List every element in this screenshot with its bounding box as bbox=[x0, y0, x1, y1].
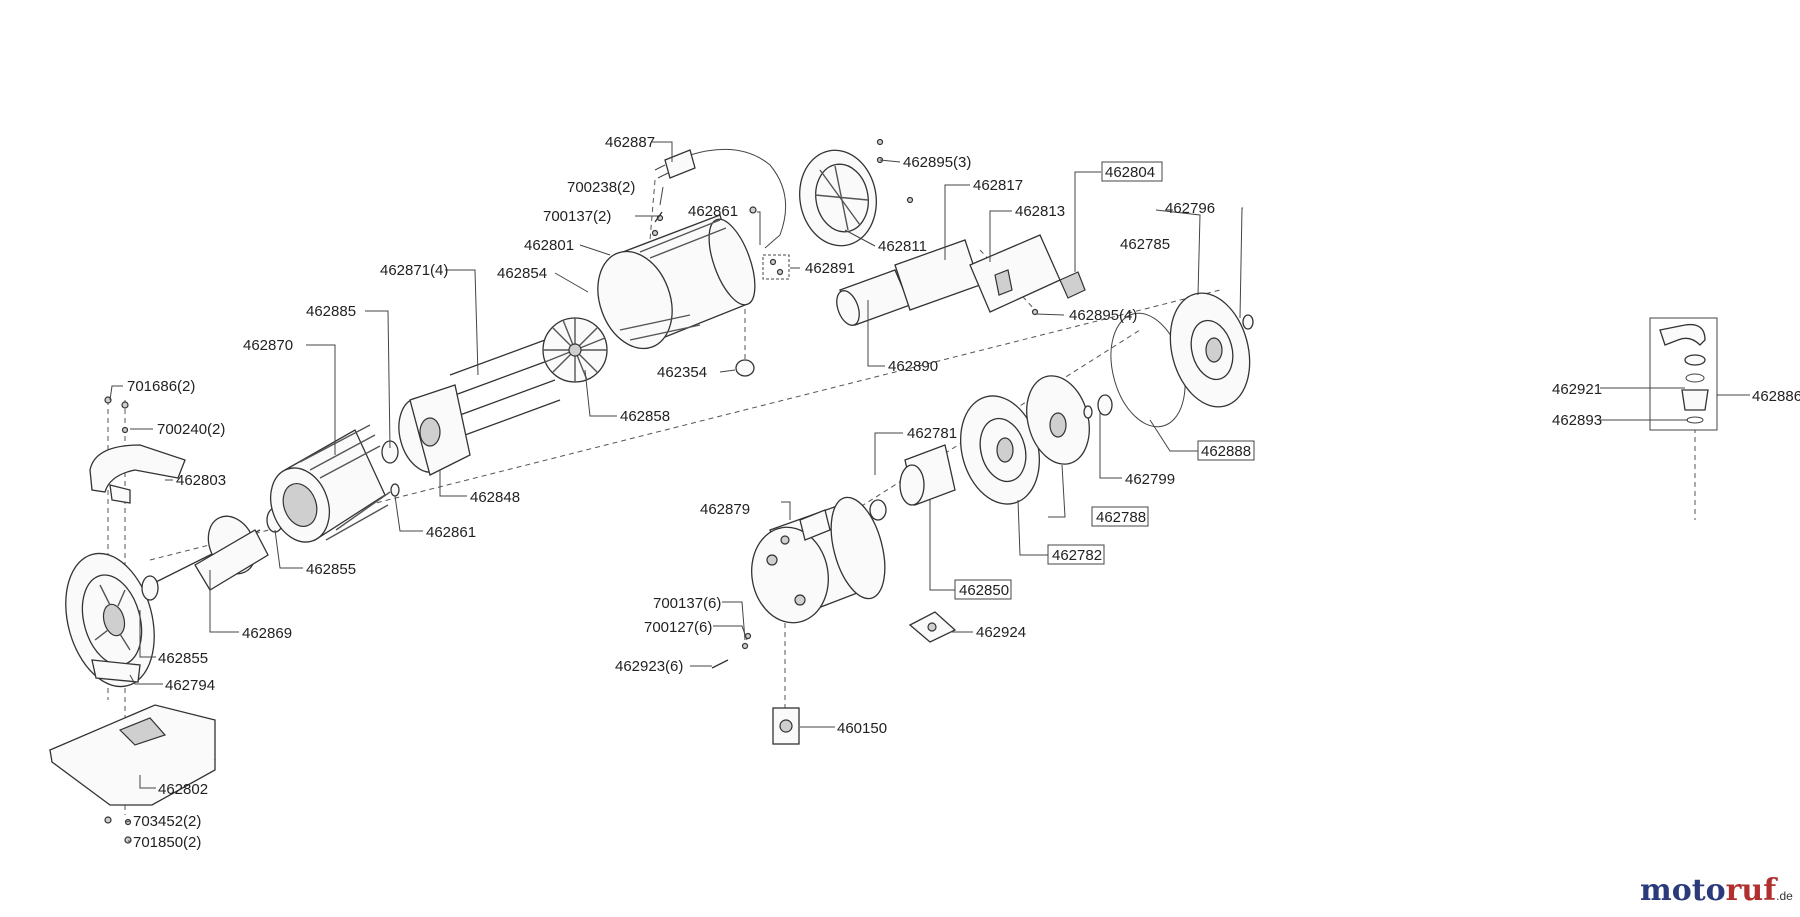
label-703452-2: 703452(2) bbox=[133, 813, 201, 830]
cover-plate-462785 bbox=[1169, 292, 1251, 408]
label-462921: 462921 bbox=[1552, 381, 1602, 398]
pump-bracket-462803 bbox=[89, 444, 186, 504]
label-462796: 462796 bbox=[1165, 200, 1215, 217]
diffuser-462850 bbox=[869, 444, 956, 521]
label-462923-6: 462923(6) bbox=[615, 658, 683, 675]
pump-foot bbox=[48, 704, 216, 806]
label-462802: 462802 bbox=[158, 781, 208, 798]
stage-plate-462788 bbox=[1026, 375, 1090, 465]
label-701686-2: 701686(2) bbox=[127, 378, 195, 395]
label-462890: 462890 bbox=[888, 358, 938, 375]
nut-462799 bbox=[1083, 394, 1113, 419]
label-462887: 462887 bbox=[605, 134, 655, 151]
leader-lines bbox=[109, 141, 1750, 842]
label-462813: 462813 bbox=[1015, 203, 1065, 220]
small-screws-left bbox=[104, 396, 132, 844]
drain-plug-462924 bbox=[908, 611, 957, 643]
label-462855-b: 462855 bbox=[158, 650, 208, 667]
washer-462796 bbox=[1242, 314, 1254, 330]
plug-460150 bbox=[772, 707, 800, 745]
label-462848: 462848 bbox=[470, 489, 520, 506]
label-462885: 462885 bbox=[306, 303, 356, 320]
terminal-box-462813 bbox=[969, 234, 1061, 313]
screw-462923 bbox=[711, 632, 752, 669]
label-462854: 462854 bbox=[497, 265, 547, 282]
label-462804: 462804 bbox=[1105, 164, 1155, 181]
pump-housing-462879 bbox=[751, 496, 886, 624]
label-462871-4: 462871(4) bbox=[380, 262, 448, 279]
motor-end-flange-462794 bbox=[65, 552, 155, 688]
label-462850: 462850 bbox=[959, 582, 1009, 599]
label-462895-4: 462895(4) bbox=[1069, 307, 1137, 324]
label-700127-6: 700127(6) bbox=[644, 619, 712, 636]
label-462924: 462924 bbox=[976, 624, 1026, 641]
impeller-462782 bbox=[959, 395, 1041, 505]
tie-rods-462871 bbox=[449, 339, 561, 436]
watermark-logo: motoruf.de bbox=[1640, 873, 1793, 908]
label-462861-top: 462861 bbox=[688, 203, 738, 220]
label-462895-3: 462895(3) bbox=[903, 154, 971, 171]
svg-text:motoruf.de: motoruf.de bbox=[1640, 873, 1793, 908]
part-labels: 462887 462895(3) 700238(2) 462817 462804… bbox=[127, 134, 1800, 851]
label-462870: 462870 bbox=[243, 337, 293, 354]
label-700238-2: 700238(2) bbox=[567, 179, 635, 196]
label-462782: 462782 bbox=[1052, 547, 1102, 564]
label-462886: 462886 bbox=[1752, 388, 1800, 405]
label-462354: 462354 bbox=[657, 364, 707, 381]
fan-cover-462811 bbox=[799, 149, 877, 247]
fan-462858 bbox=[542, 317, 608, 383]
label-462781: 462781 bbox=[907, 425, 957, 442]
label-700137-6: 700137(6) bbox=[653, 595, 721, 612]
bearing-flange-462848 bbox=[398, 384, 471, 476]
motor-housing-462801 bbox=[597, 214, 756, 350]
label-462799: 462799 bbox=[1125, 471, 1175, 488]
label-462801: 462801 bbox=[524, 237, 574, 254]
label-700137-2: 700137(2) bbox=[543, 208, 611, 225]
label-462855-a: 462855 bbox=[306, 561, 356, 578]
rotor-462869 bbox=[143, 515, 269, 598]
stator-462870 bbox=[270, 424, 391, 543]
label-462893: 462893 bbox=[1552, 412, 1602, 429]
label-700240-2: 700240(2) bbox=[157, 421, 225, 438]
label-frames bbox=[954, 161, 1255, 600]
label-462803: 462803 bbox=[176, 472, 226, 489]
label-462888: 462888 bbox=[1201, 443, 1251, 460]
label-462817: 462817 bbox=[973, 177, 1023, 194]
switch-462804 bbox=[1059, 271, 1086, 299]
label-462879: 462879 bbox=[700, 501, 750, 518]
label-462858: 462858 bbox=[620, 408, 670, 425]
fitting-group-462886 bbox=[1649, 317, 1718, 431]
label-462811: 462811 bbox=[878, 238, 927, 255]
label-460150: 460150 bbox=[837, 720, 887, 737]
label-462794: 462794 bbox=[165, 677, 215, 694]
label-462891: 462891 bbox=[805, 260, 855, 277]
label-462861-mid: 462861 bbox=[426, 524, 476, 541]
label-701850-2: 701850(2) bbox=[133, 834, 201, 851]
bolts-462891 bbox=[762, 254, 790, 280]
label-462785: 462785 bbox=[1120, 236, 1170, 253]
capacitor-462890 bbox=[836, 269, 911, 326]
label-462788: 462788 bbox=[1096, 509, 1146, 526]
cap-462354 bbox=[735, 359, 755, 377]
label-462869: 462869 bbox=[242, 625, 292, 642]
